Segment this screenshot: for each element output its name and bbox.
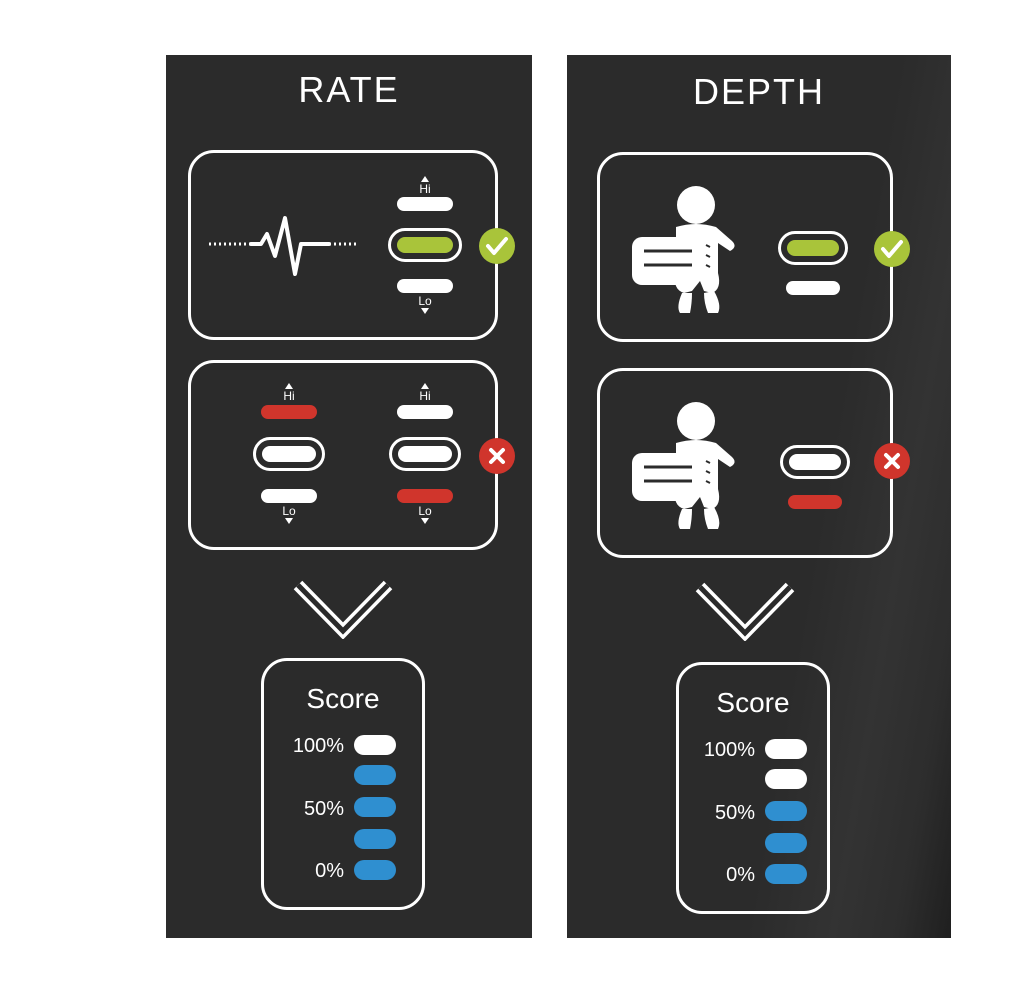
- rate-right-indicator: [389, 437, 461, 471]
- depth-current-bar: [787, 240, 839, 256]
- rate-incorrect-card: Hi Lo Hi Lo: [188, 360, 515, 550]
- rate-title: RATE: [298, 69, 400, 110]
- rate-panel: RATE Hi Lo Hi Lo Hi: [166, 55, 532, 938]
- arrow-down-icon: [421, 308, 429, 314]
- check-icon: [874, 231, 910, 267]
- x-icon: [874, 443, 910, 479]
- infant-compression-icon: [632, 402, 735, 529]
- rate-right-current-bar: [398, 446, 452, 462]
- depth-correct-card: [597, 152, 910, 342]
- x-icon: [479, 438, 515, 474]
- chevron-down-icon: [695, 582, 795, 641]
- depth-incorrect-card: [597, 368, 910, 558]
- rate-left-current-bar: [262, 446, 316, 462]
- rate-correct-card: Hi Lo: [188, 150, 515, 340]
- rate-score-label-0: 0%: [315, 860, 344, 882]
- rate-right-hi-label: Hi: [419, 389, 431, 403]
- rate-score-label-50: 50%: [303, 798, 344, 820]
- arrow-up-icon: [285, 383, 293, 389]
- heartbeat-icon: [209, 216, 359, 276]
- arrow-up-icon: [421, 383, 429, 389]
- rate-hi-bar: [397, 197, 453, 211]
- depth-title: DEPTH: [692, 71, 825, 112]
- arrow-up-icon: [421, 176, 429, 182]
- rate-left-indicator: [253, 437, 325, 471]
- depth-target-bar: [788, 495, 842, 509]
- rate-score-label-100: 100%: [292, 735, 344, 757]
- rate-right-lo-label: Lo: [418, 504, 432, 518]
- rate-lo-label: Lo: [418, 294, 432, 308]
- rate-left-lo-label: Lo: [282, 504, 296, 518]
- rate-left-hi-label: Hi: [283, 389, 295, 403]
- score-pill: [765, 864, 807, 884]
- score-pill: [354, 829, 396, 849]
- score-pill: [765, 739, 807, 759]
- depth-current-bar: [789, 454, 841, 470]
- score-pill: [765, 833, 807, 853]
- rate-right-hi-bar: [397, 405, 453, 419]
- infant-compression-icon: [632, 186, 735, 313]
- score-pill: [354, 765, 396, 785]
- rate-current-indicator: [388, 228, 462, 262]
- score-pill: [765, 769, 807, 789]
- rate-left-lo-bar: [261, 489, 317, 503]
- depth-score-label-0: 0%: [726, 864, 755, 886]
- check-icon: [479, 228, 515, 264]
- rate-current-bar: [397, 237, 453, 253]
- score-pill: [354, 735, 396, 755]
- arrow-down-icon: [285, 518, 293, 524]
- rate-lo-bar: [397, 279, 453, 293]
- depth-score-box: Score 100% 50% 0%: [676, 662, 830, 914]
- rate-right-lo-bar: [397, 489, 453, 503]
- depth-panel: DEPTH: [567, 55, 951, 938]
- rate-hi-label: Hi: [419, 182, 431, 196]
- chevron-down-icon: [293, 580, 393, 639]
- depth-score-label-100: 100%: [703, 739, 755, 761]
- depth-current-indicator: [778, 231, 848, 265]
- score-pill: [354, 860, 396, 880]
- rate-score-box: Score 100% 50% 0%: [261, 658, 425, 910]
- depth-score-label-50: 50%: [714, 802, 755, 824]
- score-pill: [765, 801, 807, 821]
- depth-current-indicator: [780, 445, 850, 479]
- score-pill: [354, 797, 396, 817]
- depth-score-title: Score: [716, 687, 790, 718]
- rate-left-hi-bar: [261, 405, 317, 419]
- depth-target-bar: [786, 281, 840, 295]
- rate-score-title: Score: [306, 683, 380, 714]
- arrow-down-icon: [421, 518, 429, 524]
